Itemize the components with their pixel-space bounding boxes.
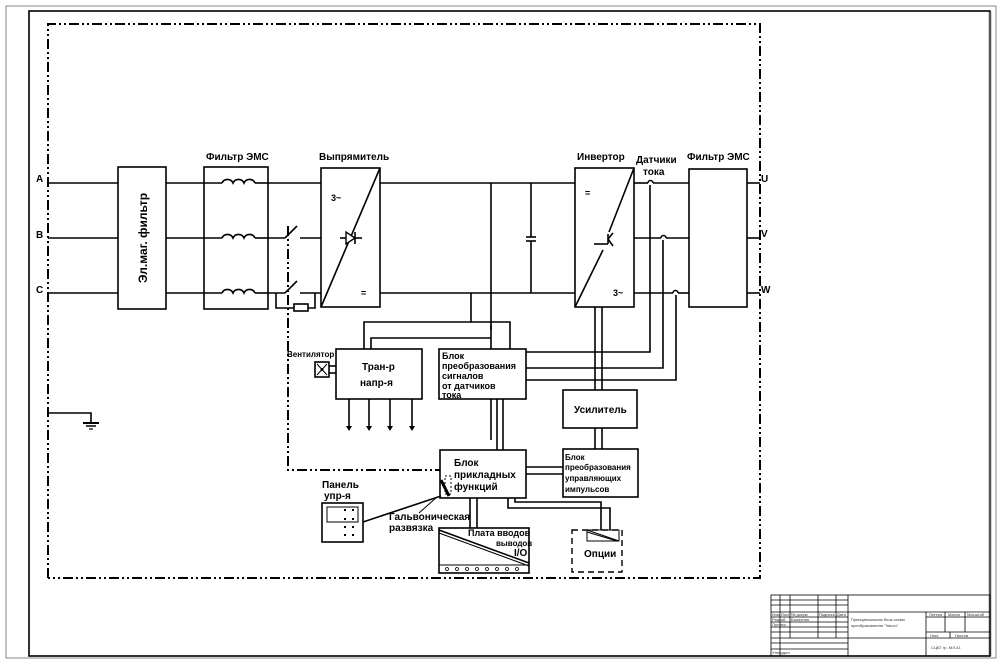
ground-icon bbox=[48, 412, 99, 430]
io-board-label-3: I/O bbox=[514, 548, 528, 559]
tb-sheet: Лист bbox=[930, 633, 939, 638]
signal-conv-line-4: от датчиков bbox=[442, 381, 496, 391]
inverter-dc-label: = bbox=[585, 188, 590, 198]
tb-masshtab: Масштаб bbox=[967, 612, 985, 617]
diode-icon bbox=[340, 230, 362, 246]
fan-label: Вентилятор bbox=[287, 350, 334, 359]
pulse-conv-line-4: импульсов bbox=[565, 485, 609, 494]
inductor-c-icon bbox=[204, 288, 268, 295]
amplifier-label: Усилитель bbox=[574, 405, 627, 416]
tb-sign: Подпись bbox=[819, 612, 835, 617]
control-panel-display bbox=[326, 506, 359, 523]
switch-c-icon bbox=[284, 280, 298, 294]
supply-outputs bbox=[346, 399, 415, 431]
tb-title-2: преобразователя "Vacon" bbox=[851, 623, 899, 628]
tb-prov: Провер. bbox=[772, 622, 787, 627]
tb-izm: Изм. bbox=[772, 612, 781, 617]
pulse-conversion-block bbox=[562, 448, 639, 498]
control-panel-keys bbox=[344, 509, 354, 536]
signal-conversion-block bbox=[438, 348, 527, 400]
panel-label-1: Панель bbox=[322, 480, 359, 491]
inverter-ac-label: 3~ bbox=[613, 288, 623, 298]
tb-group: СЦБТ гр. МЭ-41 bbox=[931, 645, 962, 650]
title-block: Изм. Лист № докум. Подпись Дата Разраб. … bbox=[770, 594, 991, 657]
tb-docnum: № докум. bbox=[791, 612, 809, 617]
current-sensor-u-icon bbox=[647, 179, 654, 184]
io-board-label-2: выводов bbox=[496, 539, 532, 548]
tb-litera: Литера bbox=[929, 612, 943, 617]
application-functions-block bbox=[439, 449, 527, 499]
pulse-conv-line-3: управляющих bbox=[565, 474, 622, 483]
signal-conv-line-3: сигналов bbox=[442, 371, 484, 381]
current-sensor-v-icon bbox=[660, 234, 667, 239]
panel-label-2: упр-я bbox=[324, 491, 351, 502]
pulse-conv-line-2: преобразования bbox=[565, 463, 631, 472]
fan-icon bbox=[316, 363, 328, 376]
pulse-conv-line-1: Блок bbox=[565, 453, 586, 462]
emc-filter-out-block bbox=[688, 168, 748, 308]
app-func-line-3: функций bbox=[454, 481, 498, 493]
app-func-line-2: прикладных bbox=[454, 470, 516, 481]
tb-sheets: Листов bbox=[955, 633, 968, 638]
enclosure-boundary bbox=[47, 23, 761, 579]
rectifier-label: Выпрямитель bbox=[319, 152, 389, 163]
io-terminals bbox=[445, 567, 519, 571]
signal-conv-line-5: тока bbox=[442, 390, 462, 400]
phase-c-label: C bbox=[36, 285, 43, 296]
inductor-b-icon bbox=[204, 233, 268, 240]
tb-date: Дата bbox=[837, 612, 847, 617]
inverter-label: Инвертор bbox=[577, 152, 625, 163]
io-board-label-1: Плата вводов bbox=[468, 528, 531, 538]
switch-b-icon bbox=[284, 225, 298, 239]
tb-massa: Масса bbox=[948, 612, 961, 617]
precharge-resistor-icon bbox=[293, 303, 309, 312]
phase-w-label: W bbox=[761, 285, 771, 296]
phase-b-label: B bbox=[36, 230, 43, 241]
current-sensors-label-1: Датчики bbox=[636, 155, 677, 166]
options-label: Опции bbox=[584, 549, 616, 560]
emc-filter-out-label: Фильтр ЭМС bbox=[687, 152, 750, 163]
signal-conv-line-2: преобразования bbox=[442, 361, 516, 371]
phase-u-label: U bbox=[761, 174, 768, 185]
galvanic-label-1: Гальвоническая bbox=[389, 512, 470, 523]
em-filter-block bbox=[117, 166, 167, 310]
tb-title-1: Принципиальная блок-схема bbox=[851, 617, 906, 622]
dc-capacitor-icon bbox=[526, 183, 536, 293]
em-filter-label: Эл.маг. фильтр bbox=[136, 193, 150, 283]
current-sensor-w-icon bbox=[672, 289, 679, 294]
phase-a-label: A bbox=[36, 174, 43, 185]
current-sensors-label-2: тока bbox=[643, 167, 665, 178]
phase-v-label: V bbox=[761, 229, 768, 240]
rectifier-dc-label: = bbox=[361, 288, 366, 298]
igbt-icon bbox=[594, 232, 614, 247]
transformer-block bbox=[335, 348, 423, 400]
emc-filter-in-label: Фильтр ЭМС bbox=[206, 152, 269, 163]
app-func-line-1: Блок bbox=[454, 458, 480, 469]
galvanic-label-2: развязка bbox=[389, 523, 434, 534]
switch-linkage bbox=[287, 226, 440, 471]
tb-utv: Утвердил bbox=[772, 650, 790, 655]
tb-list: Лист bbox=[781, 612, 790, 617]
tb-razrab: Разраб. bbox=[772, 617, 786, 622]
signal-conv-line-1: Блок bbox=[442, 351, 465, 361]
rectifier-ac-label: 3~ bbox=[331, 193, 341, 203]
amplifier-block bbox=[562, 389, 638, 429]
transformer-label-2: напр-я bbox=[360, 378, 393, 389]
transformer-label-1: Тран-р bbox=[362, 362, 395, 373]
inductor-a-icon bbox=[204, 178, 268, 185]
tb-razrab-name: Балахнин bbox=[791, 617, 809, 622]
sheet-outer-border bbox=[5, 5, 997, 659]
